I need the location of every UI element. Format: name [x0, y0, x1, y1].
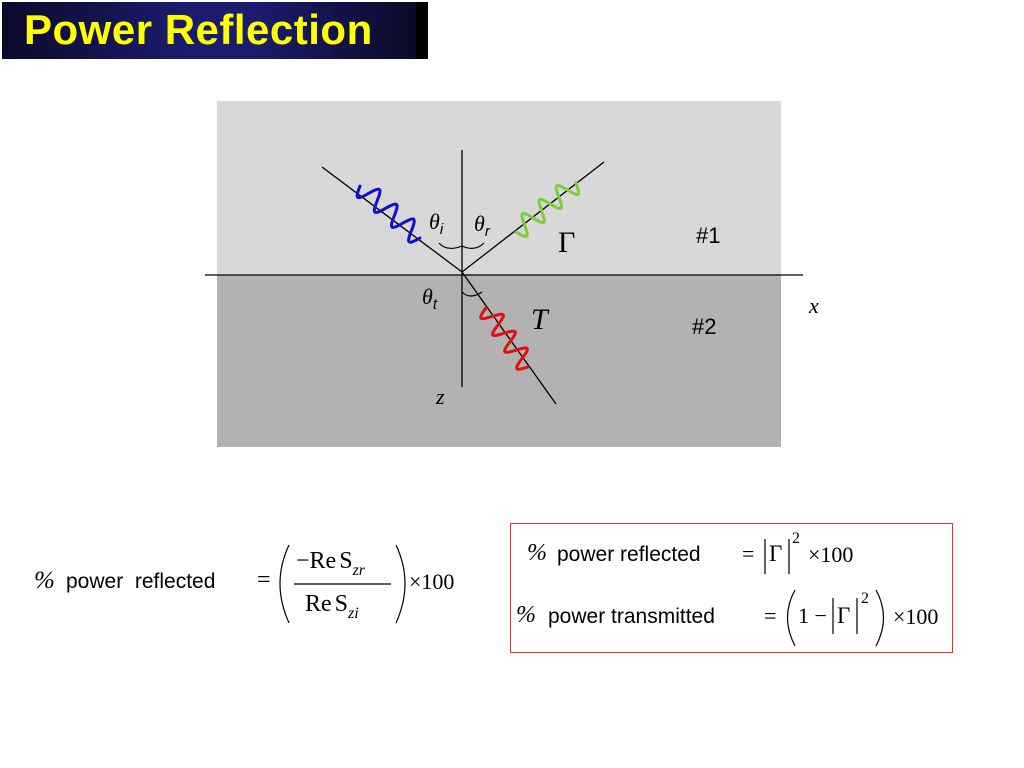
medium-2-label: #2 — [692, 314, 716, 339]
re-operator: Re — [309, 548, 337, 574]
paren-close-2 — [875, 589, 885, 647]
medium-1-region — [217, 101, 781, 275]
title-banner: Power Reflection — [2, 2, 428, 59]
theta-r-label: θr — [474, 211, 491, 240]
box-line1-percent: % — [527, 540, 547, 566]
box-line2-one-minus: 1 − — [798, 603, 827, 628]
numerator-subscript: zr — [352, 562, 366, 579]
theta-t-label: θt — [422, 284, 438, 313]
formula-box — [510, 523, 953, 653]
paren-open-2 — [786, 589, 796, 647]
theta-i-label: θi — [429, 209, 444, 238]
reflected-wave — [514, 181, 581, 239]
box-line2-gamma: Γ — [837, 603, 851, 628]
gamma-label: Γ — [558, 226, 575, 259]
box-line1-equals: = — [742, 541, 755, 566]
left-paren-open — [279, 544, 290, 624]
left-paren-close — [395, 544, 406, 624]
denominator-subscript: zi — [348, 605, 359, 622]
reflected-angle-arc — [461, 242, 485, 249]
incident-wave — [355, 184, 422, 244]
box-line1-exponent: 2 — [792, 530, 800, 547]
incident-angle-arc — [438, 242, 463, 249]
formula-left-equals: = — [257, 567, 271, 593]
x-axis-label: x — [808, 293, 819, 318]
box-line1-label: power reflected — [557, 543, 701, 566]
re-operator-den: Re — [305, 591, 332, 617]
transmitted-angle-arc — [461, 291, 483, 297]
formula-left-percent: % — [34, 567, 55, 594]
box-line2-times: ×100 — [893, 604, 939, 629]
box-line2-exponent: 2 — [861, 590, 869, 607]
slide-title: Power Reflection — [24, 6, 373, 53]
box-line2-equals: = — [764, 603, 777, 628]
s-symbol-den: S — [334, 591, 349, 617]
minus-sign: − — [296, 548, 310, 574]
box-line2-label: power transmitted — [548, 605, 715, 628]
transmitted-wave — [479, 306, 530, 371]
medium-1-label: #1 — [696, 223, 720, 248]
box-line2-percent: % — [516, 602, 536, 628]
box-line1-times: ×100 — [808, 542, 854, 567]
medium-2-region — [217, 275, 781, 447]
s-symbol: S — [339, 548, 353, 574]
t-label: T — [531, 303, 550, 336]
formula-left-label: power reflected — [66, 570, 216, 593]
formula-left-times: ×100 — [409, 569, 455, 594]
box-line1-gamma: Γ — [769, 541, 783, 566]
z-axis-label: z — [435, 384, 445, 409]
